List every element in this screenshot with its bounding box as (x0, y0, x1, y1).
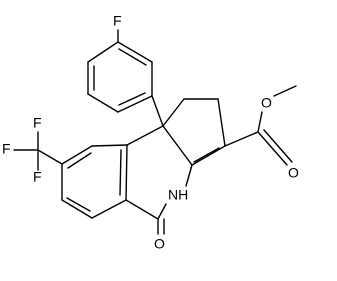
lactam-ring (125, 125, 193, 220)
methyl-ester (224, 85, 297, 166)
cyclopentene-ring (162, 98, 226, 166)
ester-ether-oxygen-label: O (261, 95, 272, 111)
cf3-f-left-label: F (2, 141, 11, 157)
trifluoromethyl-group (13, 131, 63, 171)
amide-oxygen-label: O (154, 236, 165, 252)
cf3-f-top-label: F (33, 115, 42, 131)
ester-carbonyl-oxygen-label: O (288, 165, 299, 181)
amide-carbonyl (157, 218, 165, 235)
phenyl-link-bond (151, 95, 164, 127)
cf3-f-bottom-label: F (33, 169, 42, 185)
benzo-ring (61, 144, 128, 219)
fluoro-label: F (113, 13, 122, 29)
fluorophenyl-ring (87, 41, 153, 113)
nh-label: NH (168, 187, 188, 203)
